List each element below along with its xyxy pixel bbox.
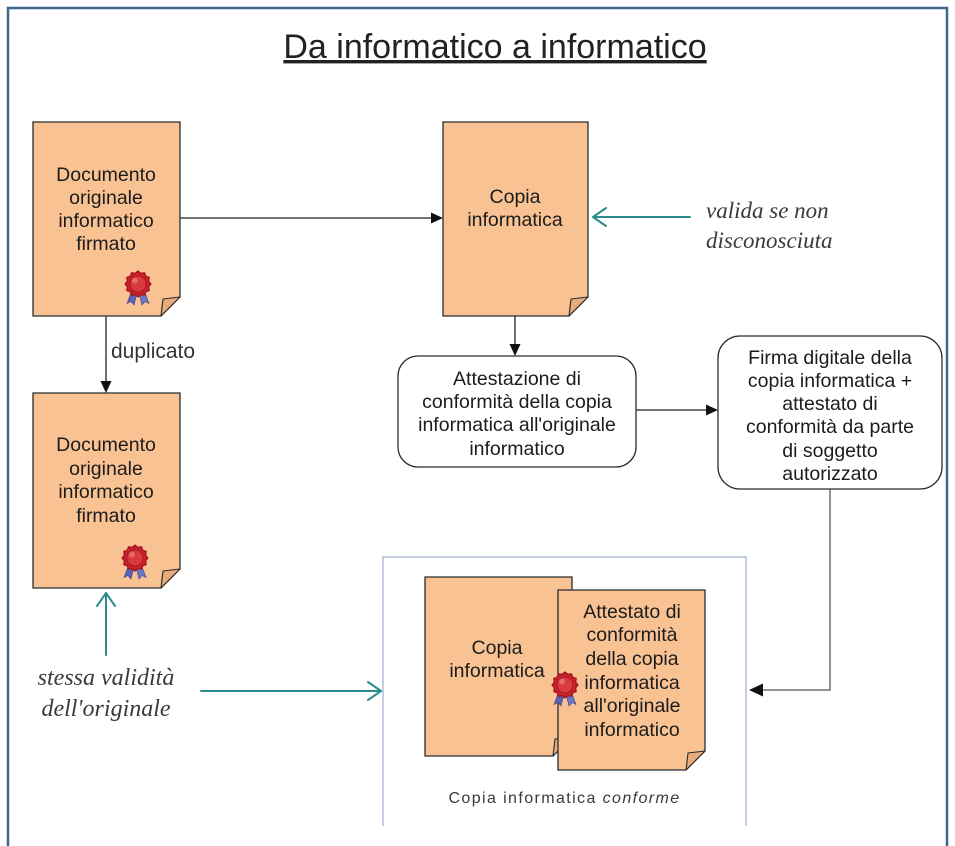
- note-copy-validity: valida se non disconosciuta: [706, 198, 833, 253]
- node-label-line: informatica: [467, 209, 563, 231]
- node-label-line: informatico: [469, 438, 565, 460]
- note-line: stessa validità: [38, 665, 175, 691]
- connector-line: [762, 489, 831, 691]
- chevron-up-icon: [96, 592, 116, 607]
- arrowhead-icon: [431, 212, 443, 224]
- validity-arrow-copy: [592, 207, 691, 227]
- caption-text: Copia informatica: [448, 790, 597, 807]
- node-signature-step: Firma digitale della copia informatica +…: [717, 335, 943, 490]
- node-label-line: all'originale: [584, 695, 681, 717]
- duplicate-edge-label: duplicato: [111, 340, 195, 363]
- node-label-line: conformità da parte: [746, 416, 914, 438]
- node-label-line: originale: [69, 458, 143, 480]
- node-label-line: Documento: [56, 164, 156, 186]
- node-label-line: firmato: [76, 233, 136, 255]
- folded-corner: [568, 296, 589, 317]
- node-label-line: attestato di: [782, 393, 877, 415]
- node-conforming-copy: Copia informatica: [424, 576, 573, 757]
- node-label-line: copia informatica +: [748, 370, 912, 392]
- node-label-line: informatico: [58, 210, 154, 232]
- arrow-copy-to-attestation: [509, 316, 521, 356]
- node-label-line: della copia: [585, 648, 678, 670]
- node-label-line: conformità della copia: [422, 391, 612, 413]
- note-line: dell'originale: [41, 696, 170, 722]
- arrowhead-icon: [706, 404, 718, 416]
- node-label-line: autorizzato: [782, 463, 878, 485]
- node-duplicate-document: Documento originale informatico firmato: [32, 392, 181, 589]
- node-label-line: Copia: [472, 637, 523, 659]
- node-digital-copy: Copia informatica: [442, 121, 589, 317]
- outer-frame: [6, 6, 949, 846]
- node-label-line: informatica: [449, 660, 545, 682]
- folded-corner: [160, 568, 181, 589]
- node-label-line: Attestato di: [583, 601, 681, 623]
- folded-corner: [160, 296, 181, 317]
- node-label-line: informatica: [584, 672, 680, 694]
- validity-arrow-conforming: [200, 681, 382, 701]
- arrow-signature-to-conforming-copy: [749, 489, 831, 697]
- note-line: valida se non: [706, 198, 829, 223]
- note-duplicate-validity: stessa validità dell'originale: [38, 665, 175, 722]
- node-label-line: Documento: [56, 434, 156, 456]
- process-box: [717, 335, 943, 490]
- arrowhead-icon: [509, 344, 521, 356]
- node-label-line: firmato: [76, 505, 136, 527]
- node-label-line: informatica all'originale: [418, 414, 616, 436]
- node-attestation-step: Attestazione di conformità della copia i…: [397, 355, 637, 468]
- process-box: [397, 355, 637, 468]
- arrowhead-icon: [749, 683, 763, 697]
- arrow-attestation-to-signature: [636, 404, 718, 416]
- node-label-line: Attestazione di: [453, 368, 581, 390]
- arrowhead-icon: [100, 381, 112, 393]
- diagram-title: Da informatico a informatico: [283, 28, 706, 66]
- arrow-original-to-copy: [180, 212, 443, 224]
- note-line: disconosciuta: [706, 228, 833, 253]
- node-label-line: informatico: [58, 481, 154, 503]
- node-label-line: informatico: [584, 719, 680, 741]
- node-conformity-attestation: Attestato di conformità della copia info…: [557, 589, 706, 771]
- chevron-left-icon: [592, 207, 607, 227]
- node-label-line: conformità: [586, 624, 677, 646]
- conforming-copy-group-border: [382, 556, 747, 826]
- folded-corner: [685, 750, 706, 771]
- arrow-original-to-duplicate: [100, 316, 112, 393]
- node-label-line: Copia: [490, 186, 541, 208]
- chevron-right-icon: [367, 681, 382, 701]
- node-original-document: Documento originale informatico firmato: [32, 121, 181, 317]
- validity-arrow-duplicate: [96, 592, 116, 656]
- conforming-copy-caption: Copia informatica conforme: [383, 789, 746, 809]
- caption-emphasis: conforme: [602, 790, 681, 807]
- node-label-line: Firma digitale della: [748, 347, 912, 369]
- node-label-line: originale: [69, 187, 143, 209]
- node-label-line: di soggetto: [782, 440, 878, 462]
